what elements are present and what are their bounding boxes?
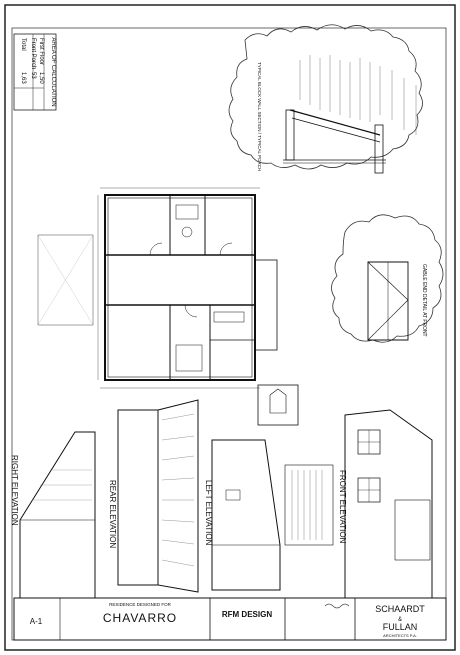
wall-section-detail-cloud: TYPICAL BLOCK WALL SECTION / TYPICAL POR… (228, 24, 423, 174)
sheet-number: A-1 (30, 617, 43, 626)
specification-notes (284, 464, 334, 546)
floor-plan (37, 187, 299, 426)
area-calculation-table: AREA OF CALCULATION First Floor 1,50 Fro… (13, 33, 57, 111)
left-elevation-label: LEFT ELEVATION (204, 480, 213, 546)
gable-detail-cloud: GABLE END DETAIL AT FRONT (331, 214, 444, 343)
area-row-first-floor-label: First Floor (38, 38, 44, 65)
sheet-border (4, 4, 456, 651)
front-elevation-label: FRONT ELEVATION (338, 470, 347, 544)
architect-name-line1: SCHAARDT (375, 604, 425, 614)
right-elevation-drawing: RIGHT ELEVATION (10, 431, 96, 601)
architect-name-line2: FULLAN (383, 622, 418, 632)
gable-detail-title: GABLE END DETAIL AT FRONT (421, 264, 427, 337)
area-row-front-porch-value: 53 (30, 72, 36, 79)
title-subtitle: RESIDENCE DESIGNED FOR (109, 602, 172, 607)
rear-elevation-label: REAR ELEVATION (108, 480, 117, 548)
title-block: RESIDENCE DESIGNED FOR CHAVARRO RFM DESI… (13, 597, 447, 641)
signature-mark (324, 603, 350, 609)
wall-section-title: TYPICAL BLOCK WALL SECTION / TYPICAL POR… (257, 62, 262, 171)
project-name: CHAVARRO (103, 611, 177, 625)
area-total-value: 1,63 (20, 72, 26, 84)
right-elevation-label: RIGHT ELEVATION (10, 455, 19, 526)
rear-elevation-drawing: REAR ELEVATION (108, 399, 199, 593)
design-firm: RFM DESIGN (222, 610, 272, 619)
north-arrow (257, 384, 299, 426)
architect-ampersand: & (398, 617, 402, 623)
front-elevation-drawing: FRONT ELEVATION (338, 409, 433, 611)
area-row-first-floor-value: 1,50 (38, 72, 44, 84)
architect-subtitle: ARCHITECTS P.A. (383, 633, 417, 638)
area-row-front-porch-label: Front Porch (30, 38, 36, 69)
area-total-label: Total (20, 38, 26, 51)
area-table-title: AREA OF CALCULATION (50, 37, 56, 106)
left-elevation-drawing: LEFT ELEVATION (204, 439, 281, 591)
